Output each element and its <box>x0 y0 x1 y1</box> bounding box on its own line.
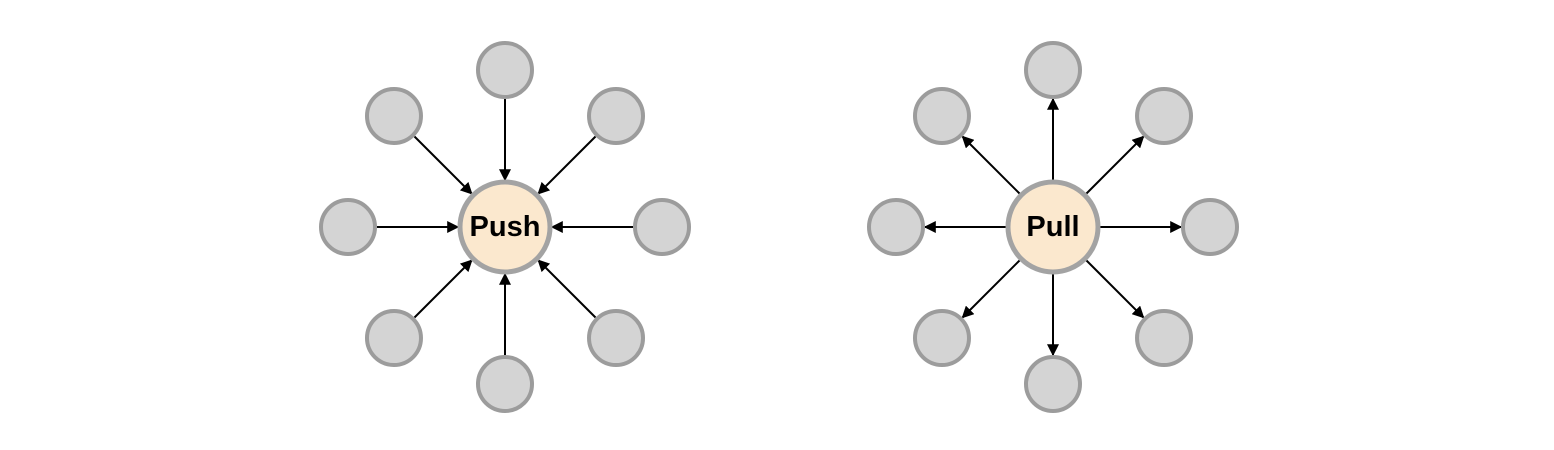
satellite-node <box>587 309 646 368</box>
satellite-node <box>587 86 646 145</box>
outbound-arrow <box>961 135 1021 195</box>
inbound-arrow <box>537 259 597 319</box>
hub-label-push: Push <box>470 211 541 243</box>
satellite-node <box>1135 309 1194 368</box>
satellite-node <box>867 198 925 256</box>
outbound-arrow <box>961 259 1021 319</box>
outbound-arrow <box>1085 135 1145 195</box>
satellite-node <box>912 309 971 368</box>
outbound-arrow <box>1085 259 1145 319</box>
hub-circle-push <box>457 179 553 275</box>
pull-star-group: Pull <box>867 41 1239 413</box>
satellite-node <box>912 86 971 145</box>
satellite-node <box>476 41 534 99</box>
inbound-arrow <box>413 259 473 319</box>
satellite-node <box>1024 355 1082 413</box>
satellite-node <box>633 198 691 256</box>
hub-circle-pull <box>1005 179 1101 275</box>
inbound-arrow <box>537 135 597 195</box>
satellite-node <box>319 198 377 256</box>
satellite-node <box>476 355 534 413</box>
satellite-node <box>1024 41 1082 99</box>
inbound-arrow <box>413 135 473 195</box>
satellite-node <box>1135 86 1194 145</box>
hub-label-pull: Pull <box>1026 211 1079 243</box>
satellite-node <box>364 86 423 145</box>
satellite-node <box>1181 198 1239 256</box>
satellite-node <box>364 309 423 368</box>
push-star-group: Push <box>319 41 691 413</box>
